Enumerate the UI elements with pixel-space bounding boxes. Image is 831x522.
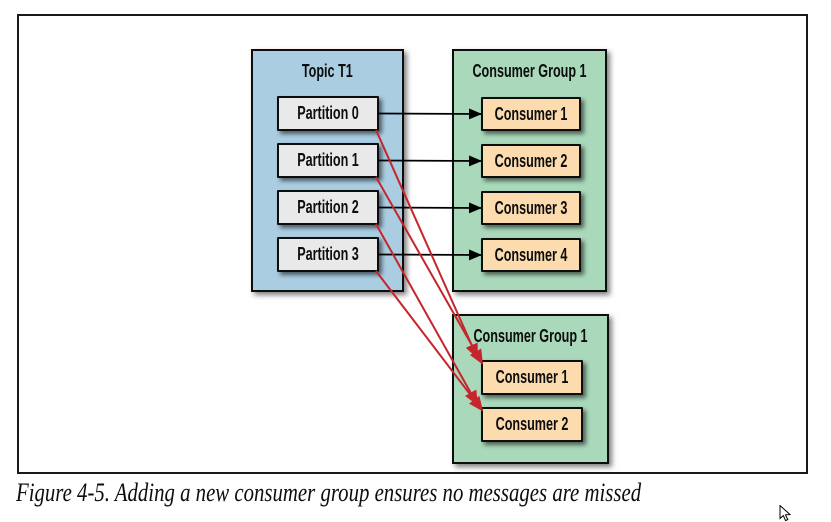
group2-consumer-2: Consumer 2 <box>481 407 583 442</box>
consumer-group-2-box: Consumer Group 1 Consumer 1 Consumer 2 <box>452 314 609 464</box>
figure-border: Topic T1 Partition 0 Partition 1 Partiti… <box>17 14 808 474</box>
figure-caption: Figure 4-5. Adding a new consumer group … <box>16 478 642 507</box>
topic-box: Topic T1 Partition 0 Partition 1 Partiti… <box>251 49 404 292</box>
partition-0-label: Partition 0 <box>297 103 359 123</box>
partition-3: Partition 3 <box>277 237 379 272</box>
group2-consumer-1: Consumer 1 <box>481 360 583 395</box>
group1-consumer-3: Consumer 3 <box>481 191 581 225</box>
group2-consumer-2-label: Consumer 2 <box>495 414 569 434</box>
consumer-group-2-title: Consumer Group 1 <box>473 325 588 346</box>
group1-consumer-2-label: Consumer 2 <box>494 150 568 171</box>
group2-consumer-1-label: Consumer 1 <box>495 367 569 387</box>
mouse-cursor-icon <box>779 505 792 522</box>
partition-1: Partition 1 <box>277 143 379 178</box>
partition-0: Partition 0 <box>277 96 379 131</box>
partition-3-label: Partition 3 <box>297 244 359 264</box>
partition-2: Partition 2 <box>277 190 379 225</box>
partition-1-label: Partition 1 <box>297 150 359 170</box>
group1-consumer-2: Consumer 2 <box>481 144 581 178</box>
group1-consumer-3-label: Consumer 3 <box>494 197 568 218</box>
group1-consumer-1: Consumer 1 <box>481 97 581 131</box>
consumer-group-1-box: Consumer Group 1 Consumer 1 Consumer 2 C… <box>452 49 607 292</box>
topic-title: Topic T1 <box>302 60 353 81</box>
group1-consumer-4-label: Consumer 4 <box>494 244 568 265</box>
group1-consumer-1-label: Consumer 1 <box>494 103 568 124</box>
consumer-group-1-title: Consumer Group 1 <box>472 60 587 81</box>
group1-consumer-4: Consumer 4 <box>481 238 581 272</box>
partition-2-label: Partition 2 <box>297 197 359 217</box>
